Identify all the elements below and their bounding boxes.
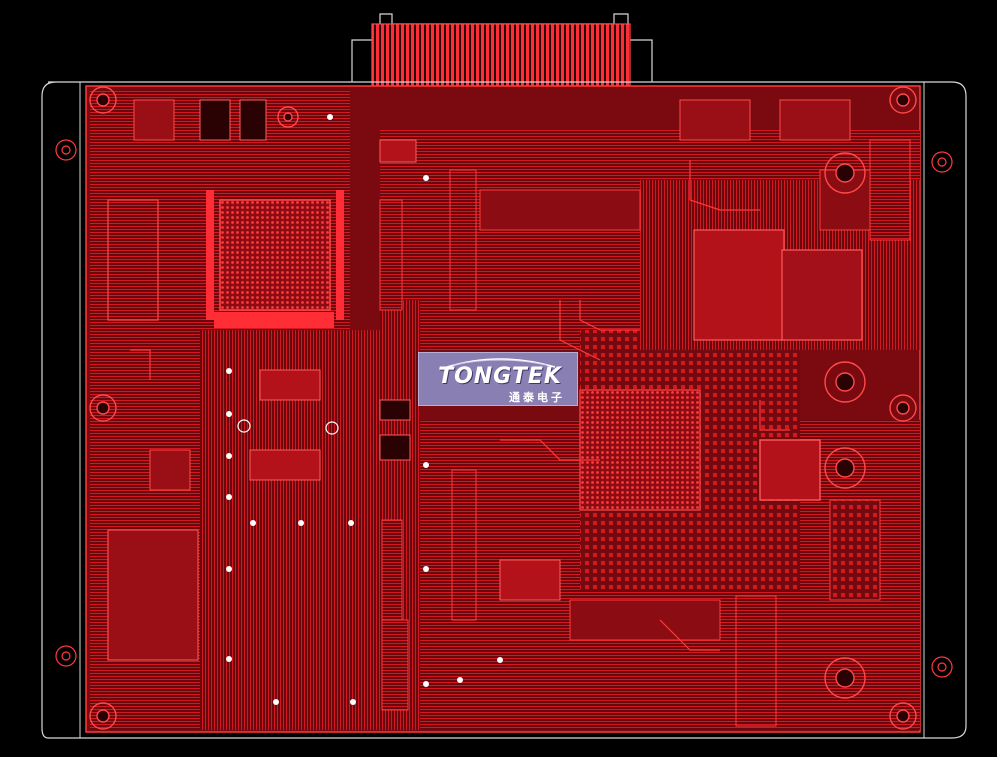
- bga-cpu: [219, 199, 331, 311]
- mounting-hole: [824, 657, 866, 699]
- swoosh-icon: [446, 358, 556, 368]
- board-outline: [41, 81, 967, 739]
- mounting-hole: [889, 702, 917, 730]
- flange-screw-holes: [55, 139, 953, 678]
- mounting-hole: [889, 86, 917, 114]
- mounting-hole: [89, 702, 117, 730]
- mounting-hole: [89, 86, 117, 114]
- mounting-hole: [89, 394, 117, 422]
- highlight-traces: [130, 160, 790, 651]
- logo-subtitle: 通泰电子: [509, 391, 565, 404]
- qfp-controller: [107, 199, 159, 321]
- manufacturer-logo: TONGTEK 通泰电子: [418, 352, 578, 406]
- drill-vias: [226, 114, 503, 705]
- mounting-hole: [889, 394, 917, 422]
- ic-packages: [107, 99, 911, 727]
- mounting-hole: [277, 106, 299, 128]
- bga-soc: [579, 389, 701, 511]
- mounting-hole: [824, 447, 866, 489]
- mounting-hole: [824, 361, 866, 403]
- mounting-hole: [824, 152, 866, 194]
- mounting-holes: [89, 86, 917, 730]
- logo-wordmark: TONGTEK: [438, 364, 562, 389]
